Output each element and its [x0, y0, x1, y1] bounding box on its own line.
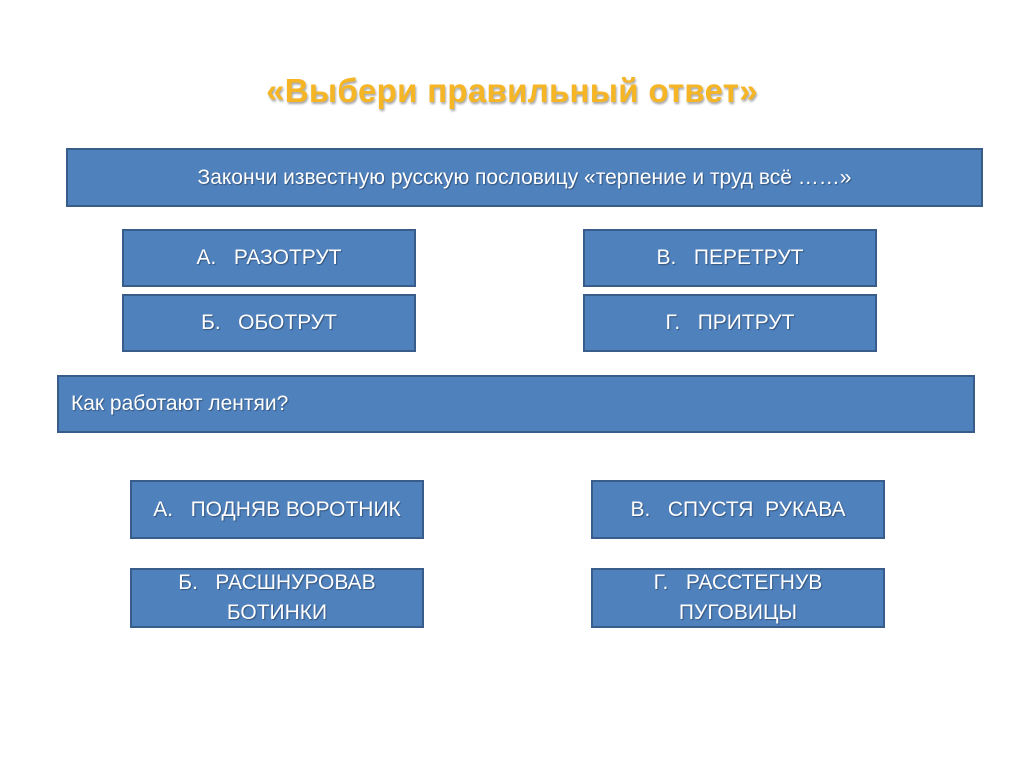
answer-label: В. ПЕРЕТРУТ	[656, 246, 804, 269]
question-1-box: Закончи известную русскую пословицу «тер…	[66, 148, 983, 207]
question-2-text: Как работают лентяи?	[71, 392, 289, 415]
answer-label: В. СПУСТЯ РУКАВА	[630, 497, 846, 521]
answer-label: Б. РАСШНУРОВАВ БОТИНКИ	[178, 571, 382, 624]
answer-label: Г. ПРИТРУТ	[665, 311, 795, 334]
question-1-text: Закончи известную русскую пословицу «тер…	[197, 165, 852, 189]
answer-label: А. РАЗОТРУТ	[196, 246, 342, 269]
question-2-answer-a-button[interactable]: А. ПОДНЯВ ВОРОТНИК	[130, 480, 424, 539]
question-1-answer-a-button[interactable]: А. РАЗОТРУТ	[122, 229, 416, 287]
question-1-answer-g-button[interactable]: Г. ПРИТРУТ	[583, 294, 877, 352]
question-1-answer-v-button[interactable]: В. ПЕРЕТРУТ	[583, 229, 877, 287]
question-2-answer-b-button[interactable]: Б. РАСШНУРОВАВ БОТИНКИ	[130, 568, 424, 628]
answer-label: А. ПОДНЯВ ВОРОТНИК	[153, 497, 401, 521]
question-1-answer-b-button[interactable]: Б. ОБОТРУТ	[122, 294, 416, 352]
question-2-answer-g-button[interactable]: Г. РАССТЕГНУВ ПУГОВИЦЫ	[591, 568, 885, 628]
slide-title: «Выбери правильный ответ»	[266, 72, 758, 109]
question-2-box: Как работают лентяи?	[57, 375, 975, 433]
answer-label: Г. РАССТЕГНУВ ПУГОВИЦЫ	[653, 571, 829, 624]
answer-label: Б. ОБОТРУТ	[201, 311, 337, 334]
question-2-answer-v-button[interactable]: В. СПУСТЯ РУКАВА	[591, 480, 885, 539]
